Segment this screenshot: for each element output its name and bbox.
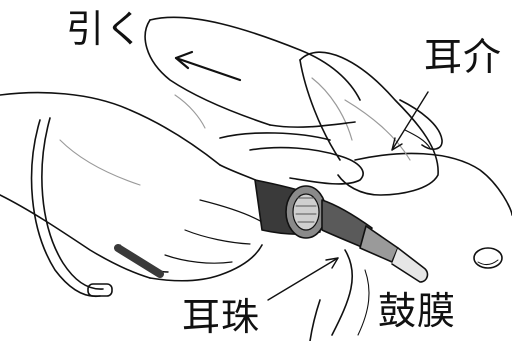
pinna-leader bbox=[391, 91, 429, 151]
dog-eye bbox=[473, 247, 503, 269]
tragus-leader bbox=[267, 257, 339, 301]
dog-head bbox=[309, 152, 512, 341]
otoscope-speculum bbox=[359, 225, 399, 263]
pull-arrow bbox=[174, 50, 242, 82]
label-tragus: 耳珠 bbox=[182, 295, 261, 339]
upper-hand bbox=[144, 16, 443, 185]
ear-pinna bbox=[299, 51, 439, 196]
leader-lines bbox=[267, 91, 429, 301]
label-pinna: 耳介 bbox=[424, 35, 503, 79]
label-tympanic-membrane: 鼓膜 bbox=[378, 289, 457, 333]
label-pull: 引く bbox=[66, 7, 145, 51]
glove-strap bbox=[30, 117, 113, 298]
otoscope bbox=[114, 179, 429, 283]
